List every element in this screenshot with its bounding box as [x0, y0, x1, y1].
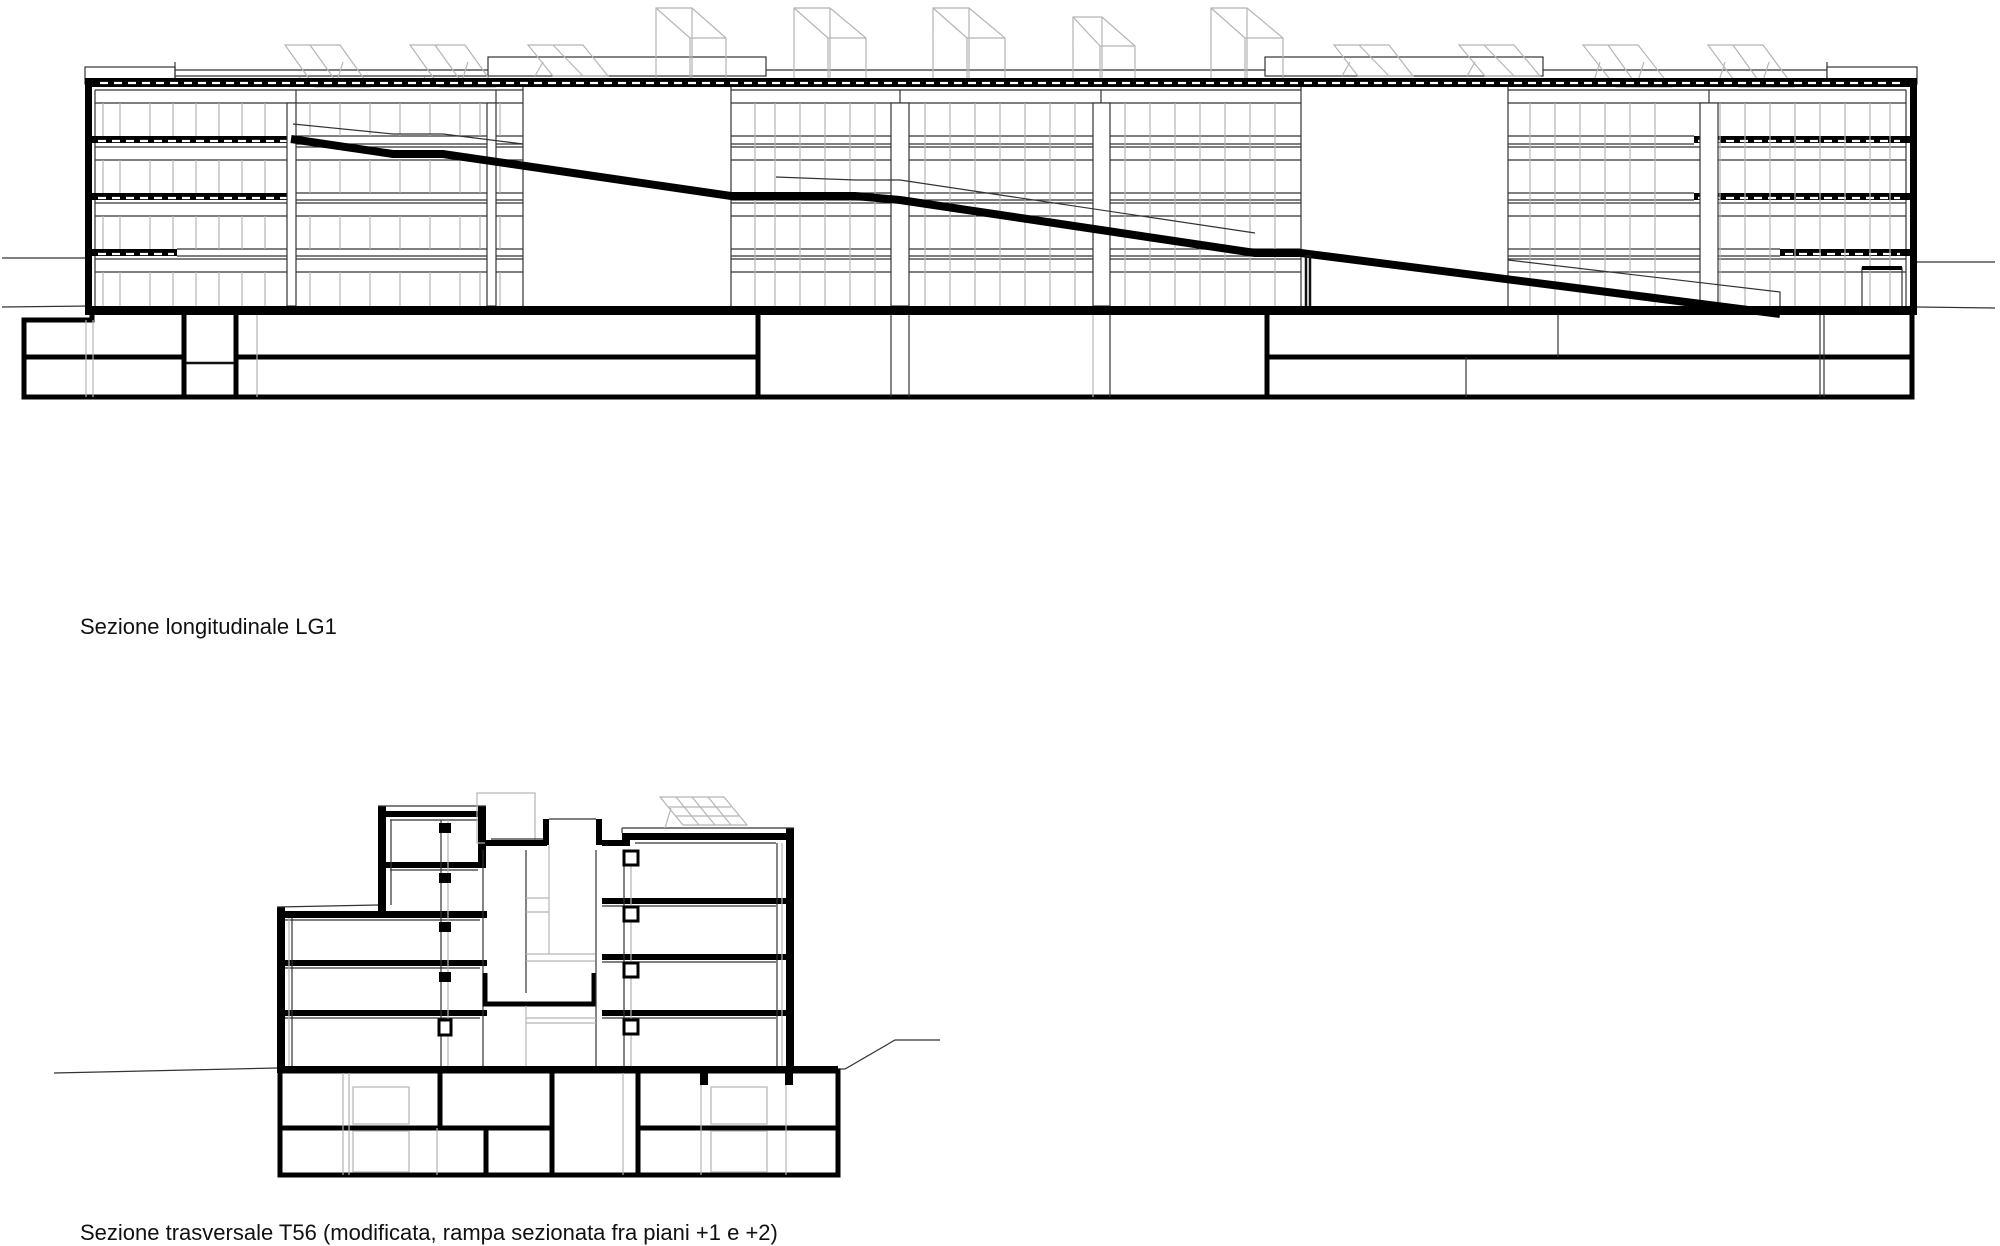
longitudinal-section-caption: Sezione longitudinale LG1: [80, 614, 337, 639]
left-block: [276, 904, 487, 1072]
transverse-solar-panel: [658, 796, 749, 829]
floor-slabs-right-wing: [1694, 136, 1917, 256]
ground-floor-slab: [85, 306, 1917, 315]
transverse-basement: [277, 1068, 841, 1178]
transverse-section-caption: Sezione trasversale T56 (modificata, ram…: [80, 1220, 778, 1245]
facade-mullions: [102, 103, 1891, 306]
roof-skylights: [655, 7, 1284, 80]
ground-line-right: [794, 1039, 940, 1070]
ground-line-right: [1916, 306, 1996, 309]
tower-block: [378, 805, 486, 912]
columns: [286, 90, 1719, 307]
left-column-line: [437, 820, 453, 1069]
longitudinal-section: [1, 7, 1996, 400]
transverse-section: [53, 792, 940, 1178]
floor-slabs-left-wing: [85, 136, 291, 256]
longitudinal-basement: [21, 310, 1915, 400]
stair-core: [476, 792, 630, 1069]
ground-line-left: [53, 1067, 278, 1074]
floor-bands: [95, 87, 1906, 310]
right-column-line: [622, 849, 640, 1069]
ramp: [290, 123, 1903, 318]
ground-line-left: [1, 305, 91, 308]
